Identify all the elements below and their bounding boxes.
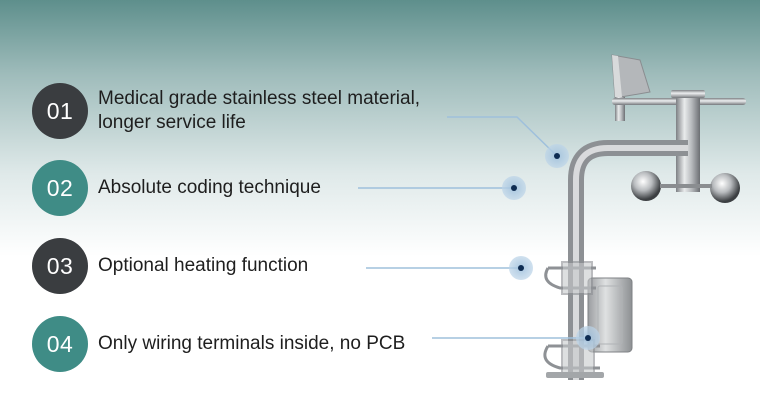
feature-item-02: 02 Absolute coding technique (32, 160, 321, 216)
feature-number-badge: 04 (32, 316, 88, 372)
feature-item-03: 03 Optional heating function (32, 238, 308, 294)
callout-dot-02 (502, 176, 526, 200)
vane-fin (611, 54, 651, 121)
callout-line-01 (447, 116, 558, 157)
left-sphere (631, 171, 661, 201)
upper-clamp (544, 261, 596, 295)
feature-text: Only wiring terminals inside, no PCB (98, 333, 406, 354)
feature-text: Absolute coding technique (98, 177, 321, 198)
feature-number-badge: 03 (32, 238, 88, 294)
feature-item-01: 01 Medical grade stainless steel materia… (32, 83, 420, 139)
feature-number-badge: 01 (32, 83, 88, 139)
feature-text: Optional heating function (98, 255, 309, 276)
feature-text: Medical grade stainless steel material, … (98, 88, 421, 133)
callout-dot-01 (545, 144, 569, 168)
callout-dot-04 (576, 326, 600, 350)
feature-number-badge: 02 (32, 160, 88, 216)
right-sphere (710, 173, 740, 203)
callout-dot-03 (509, 256, 533, 280)
feature-item-04: 04 Only wiring terminals inside, no PCB (32, 316, 405, 372)
